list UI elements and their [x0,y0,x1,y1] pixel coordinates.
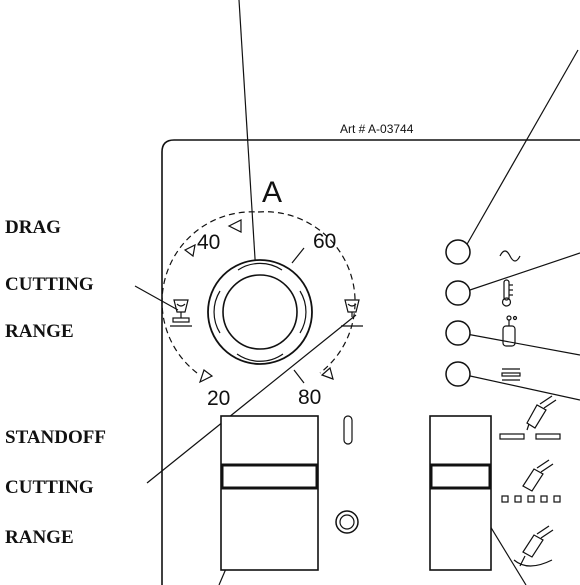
drag-label-line-1: DRAG [5,217,61,238]
indicator-lamp-gas [445,320,471,346]
leader-line-drag-range [134,285,179,311]
leader-line-indicator-3 [460,332,580,356]
arrow-20 [198,369,214,384]
leader-line-knob [238,0,259,308]
amperage-knob[interactable] [207,259,313,365]
scale-60: 60 [313,230,336,253]
gas-cylinder-icon [502,315,518,347]
leader-line-standoff-range [146,314,357,484]
fault-icon [501,368,521,381]
leader-line-indicator-4 [460,373,580,401]
ac-power-icon [499,250,521,262]
output-connector [335,510,359,534]
art-number: Art # A-03744 [340,122,414,136]
cut-mode-icon [499,395,561,440]
tick-80 [293,369,305,384]
drag-label-line-3: RANGE [5,321,74,342]
knob-grip-3 [236,353,284,362]
arrow-80 [320,366,334,380]
leader-line-indicator-1 [461,49,579,254]
standoff-label-line-2: CUTTING [5,477,94,498]
tick-60 [291,247,305,264]
slot-indicator [343,415,353,445]
front-panel-outline [161,139,580,585]
scale-40: 40 [197,231,220,254]
knob-grip-1 [237,262,283,271]
knob-grip-2 [299,290,307,334]
left-range-switch[interactable] [220,415,319,571]
amperage-symbol: A [262,176,282,209]
knob-grip-4 [213,290,221,334]
standoff-label-line-3: RANGE [5,527,74,548]
drag-torch-icon [170,299,192,327]
arrow-upper-left [183,243,196,258]
scale-80: 80 [298,386,321,409]
gouge-mode-icon [513,525,554,567]
temperature-icon [501,279,513,307]
scale-20: 20 [207,387,230,410]
drag-label-line-2: CUTTING [5,274,94,295]
knob-center [222,274,298,350]
dial-scale-arc [161,211,356,384]
indicator-lamp-fault [445,361,471,387]
leader-line-indicator-2 [460,252,580,294]
right-mode-switch[interactable] [429,415,492,571]
indicator-lamp-ac [445,239,471,265]
arrow-40 [227,219,242,233]
standoff-torch-icon [341,299,363,327]
standoff-label-line-1: STANDOFF [5,427,106,448]
indicator-lamp-temp [445,280,471,306]
grid-mode-icon [501,459,561,503]
